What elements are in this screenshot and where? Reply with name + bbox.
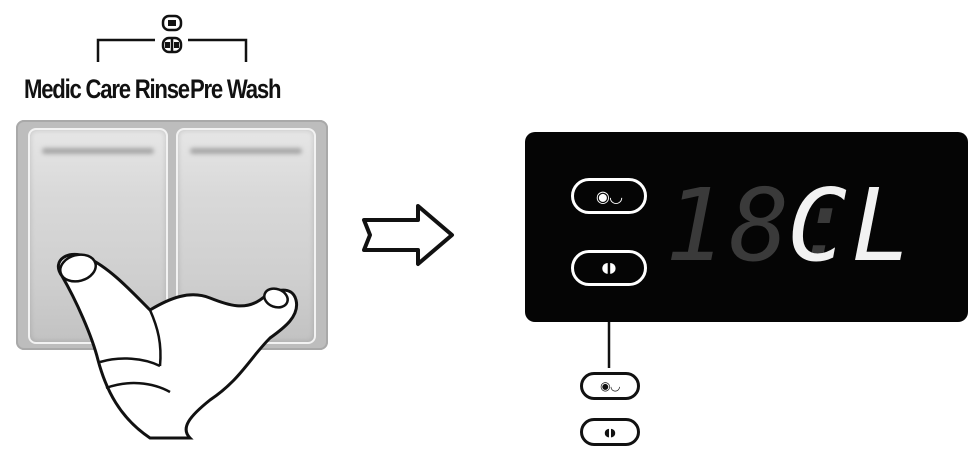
medic-care-rinse-label: Medic Care Rinse [24, 74, 189, 105]
pre-wash-label: Pre Wash [190, 74, 280, 105]
arrow-right-icon [358, 200, 458, 270]
child-lock-icon: ◖◗ [580, 418, 640, 446]
hand-icon [40, 240, 310, 440]
display-digits-lit: CL [787, 170, 915, 280]
lock-icon [161, 12, 183, 62]
lock-icon: ◉◡ [580, 372, 640, 400]
indicator-leader-line [600, 322, 620, 372]
lcd-display: ◉◡ ◖◗ 18: CL [525, 132, 968, 322]
display-lock-icon: ◉◡ [571, 178, 647, 214]
display-child-lock-icon: ◖◗ [571, 250, 647, 286]
key-highlight [190, 148, 302, 154]
key-highlight [42, 148, 154, 154]
